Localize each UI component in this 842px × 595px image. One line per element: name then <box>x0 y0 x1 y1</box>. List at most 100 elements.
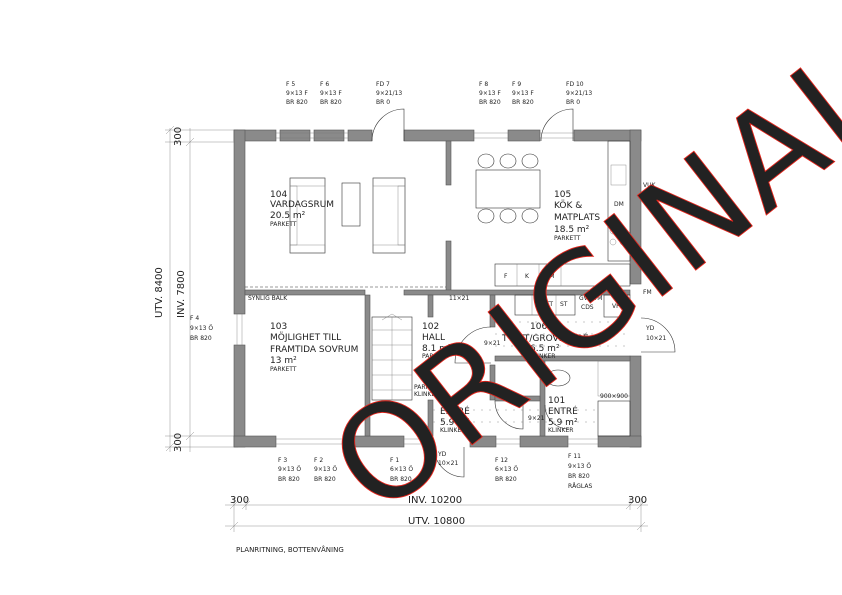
label-dm: DM <box>614 201 624 208</box>
room-101a-area: 5.9 m² <box>440 418 470 428</box>
dim-inv-height: INV. 7800 <box>176 270 187 318</box>
room-102-area: 8.1 m² <box>422 344 452 354</box>
dimension-lines-left: 300 UTV. 8400 INV. 7800 300 <box>154 125 238 452</box>
window-f4-br: BR 820 <box>190 335 212 342</box>
fixture-labels: DM VUK F K U/M TM/TT ST GVF,VM CDS VP FM… <box>248 182 656 422</box>
window-f12-id: F 12 <box>495 457 508 464</box>
window-fd7-id: FD 7 <box>376 81 390 88</box>
window-f11-extra: RÅGLAS <box>568 483 593 490</box>
room-101a-id: 101 <box>440 396 457 406</box>
window-f8-br: BR 820 <box>479 99 501 106</box>
door-labels: YD 10×21 YD 10×21 <box>437 325 666 467</box>
window-f5-size: 9×13 F <box>286 90 308 97</box>
room-101b-name: ENTRÉ <box>548 405 578 417</box>
window-f9-size: 9×13 F <box>512 90 534 97</box>
dining-furniture <box>475 153 541 224</box>
window-f12-br: BR 820 <box>495 476 517 483</box>
window-f6-id: F 6 <box>320 81 329 88</box>
room-103-area: 13 m² <box>270 356 297 366</box>
room-102-name: HALL <box>422 333 445 343</box>
label-parkett: PARKETT <box>414 384 441 391</box>
window-fd7-br: BR 0 <box>376 99 390 106</box>
window-f9-br: BR 820 <box>512 99 534 106</box>
dim-margin-top: 300 <box>173 127 184 146</box>
label-shower: 900×900 <box>600 393 628 400</box>
room-103-floor: PARKETT <box>270 366 297 373</box>
room-104-floor: PARKETT <box>270 221 297 228</box>
door-yd-right-size: 10×21 <box>646 335 666 342</box>
staircase <box>371 313 413 401</box>
dim-margin-right: 300 <box>628 495 647 506</box>
window-f3-id: F 3 <box>278 457 287 464</box>
room-106-area: 6.5 m² <box>530 344 560 354</box>
window-labels-top: F 5 9×13 F BR 820 F 6 9×13 F BR 820 FD 7… <box>286 81 592 106</box>
room-103-name-line2: FRAMTIDA SOVRUM <box>270 345 358 355</box>
room-labels: 104 VARDAGSRUM 20.5 m² PARKETT 105 KÖK &… <box>270 190 600 434</box>
window-fd10-size: 9×21/13 <box>566 90 592 97</box>
label-klinker: KLINKER <box>414 391 439 398</box>
label-gvf-vm: GVF,VM <box>579 295 602 302</box>
door-yd-bottom-size: 10×21 <box>438 460 458 467</box>
room-103-name-line1: MÖJLIGHET TILL <box>270 332 341 343</box>
room-105-floor: PARKETT <box>554 235 581 242</box>
room-101b-area: 5.9 m² <box>548 418 578 428</box>
door-yd-bottom-id: YD <box>437 451 447 458</box>
label-synlig-balk: SYNLIG BALK <box>248 295 288 302</box>
label-tmtt: TM/TT <box>534 301 553 308</box>
room-104-area: 20.5 m² <box>270 211 306 221</box>
room-106-id: 106 <box>530 322 547 332</box>
room-101b-floor: KLINKER <box>548 427 573 434</box>
label-vp: VP <box>612 303 620 310</box>
room-106-floor: KLINKER <box>530 353 555 360</box>
label-fm: FM <box>643 289 652 296</box>
window-f8-id: F 8 <box>479 81 488 88</box>
room-102-floor: PARKETT <box>422 353 449 360</box>
door-yd-right-id: YD <box>645 325 655 332</box>
room-102-id: 102 <box>422 322 439 332</box>
label-st: ST <box>560 301 568 308</box>
window-f4-id: F 4 <box>190 315 199 322</box>
label-f: F <box>504 273 508 280</box>
window-f11-br: BR 820 <box>568 473 590 480</box>
label-door-9x21-a: 9×21 <box>484 340 501 347</box>
label-door-9x21-b: 9×21 <box>528 415 545 422</box>
window-fd10-id: FD 10 <box>566 81 584 88</box>
room-105-id: 105 <box>554 190 571 200</box>
dimension-lines-bottom: 300 INV. 10200 300 UTV. 10800 <box>225 495 648 532</box>
label-k: K <box>525 273 530 280</box>
dim-inv-width: INV. 10200 <box>408 495 462 506</box>
window-f2-br: BR 820 <box>314 476 336 483</box>
label-ugn: U/M <box>543 273 555 280</box>
room-103-id: 103 <box>270 322 287 332</box>
window-fd7-size: 9×21/13 <box>376 90 402 97</box>
kitchen-fittings <box>494 140 631 287</box>
window-f5-br: BR 820 <box>286 99 308 106</box>
window-f3-br: BR 820 <box>278 476 300 483</box>
doors <box>371 108 676 478</box>
dim-utv-width: UTV. 10800 <box>408 516 465 527</box>
room-105-area: 18.5 m² <box>554 225 590 235</box>
window-f5-id: F 5 <box>286 81 295 88</box>
label-vuk: VUK <box>643 182 656 189</box>
window-f2-id: F 2 <box>314 457 323 464</box>
window-labels-bottom: F 3 9×13 Ö BR 820 F 2 9×13 Ö BR 820 F 1 … <box>278 453 593 490</box>
dim-margin-bottom: 300 <box>173 433 184 452</box>
laundry-fittings <box>514 294 631 437</box>
window-f8-size: 9×13 F <box>479 90 501 97</box>
room-104-name: VARDAGSRUM <box>270 200 334 210</box>
room-106-name: TVÄTT/GROVENTRÉ <box>501 332 589 344</box>
window-f11-size: 9×13 Ö <box>568 463 591 470</box>
living-room-furniture <box>289 177 406 254</box>
window-f11-id: F 11 <box>568 453 581 460</box>
window-f1-size: 6×13 Ö <box>390 466 413 473</box>
dim-margin-left: 300 <box>230 495 249 506</box>
room-105-name-line1: KÖK & <box>554 200 582 211</box>
room-101a-floor: KLINKER <box>440 427 465 434</box>
window-f9-id: F 9 <box>512 81 521 88</box>
window-f6-size: 9×13 F <box>320 90 342 97</box>
window-f6-br: BR 820 <box>320 99 342 106</box>
room-105-name-line2: MATPLATS <box>554 213 600 223</box>
window-f1-br: BR 820 <box>390 476 412 483</box>
room-104-id: 104 <box>270 190 287 200</box>
label-cds: CDS <box>581 304 594 311</box>
